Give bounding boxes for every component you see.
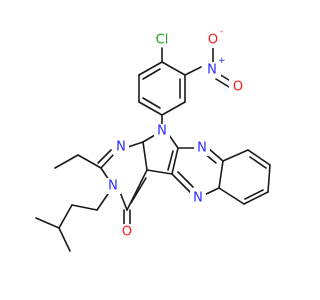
- bond: [177, 171, 194, 188]
- bond: [218, 187, 245, 205]
- bond: [58, 227, 71, 252]
- svg-text:Cl: Cl: [156, 33, 169, 48]
- bond: [168, 134, 179, 149]
- bond: [100, 153, 115, 169]
- molecule-structure: Cl N + O - O N N N N: [35, 27, 271, 252]
- chlorine-atom: Cl: [152, 31, 172, 48]
- carbonyl-oxygen: O: [119, 224, 135, 240]
- pyrazine-nitrogen-bottom: N: [190, 190, 206, 206]
- pyrimidine-nitrogen-top: N: [113, 139, 129, 155]
- nitro-nitrogen: N +: [203, 56, 226, 78]
- pyrazine-nitrogen-top: N: [194, 140, 210, 156]
- bond: [138, 101, 163, 116]
- svg-text:O: O: [233, 80, 243, 95]
- bond: [77, 154, 102, 169]
- bond: [126, 169, 148, 211]
- nitro-oxygen-double: O: [229, 78, 247, 95]
- molecule-canvas: Cl N + O - O N N N N: [35, 27, 271, 252]
- bond: [146, 169, 173, 175]
- bond: [267, 164, 271, 193]
- bond: [243, 191, 269, 205]
- bond: [247, 149, 271, 166]
- bond: [97, 149, 112, 164]
- bond: [35, 217, 60, 229]
- bond: [142, 141, 148, 171]
- bond: [130, 177, 147, 204]
- svg-text:+: +: [218, 56, 226, 66]
- bond: [161, 101, 186, 116]
- bond: [218, 160, 224, 189]
- svg-text:N: N: [116, 140, 126, 155]
- bond: [127, 141, 144, 148]
- pyrrole-nitrogen: N: [154, 124, 170, 140]
- svg-text:N: N: [157, 124, 167, 139]
- bond: [142, 134, 156, 143]
- bond: [244, 189, 264, 200]
- pyrimidine-nitrogen-alkyl: N: [105, 178, 121, 194]
- bond: [222, 149, 249, 162]
- svg-text:N: N: [207, 63, 217, 78]
- bond: [119, 191, 128, 211]
- bond: [138, 61, 163, 76]
- bond: [142, 97, 161, 109]
- bonds: [35, 46, 271, 252]
- bond: [71, 204, 98, 211]
- bond: [215, 78, 230, 88]
- bond: [96, 190, 111, 211]
- svg-text:-: -: [220, 27, 223, 37]
- svg-text:O: O: [122, 225, 132, 240]
- bond: [171, 147, 179, 175]
- bond: [184, 66, 202, 76]
- atom-labels: Cl N + O - O N N N N: [105, 27, 247, 240]
- svg-text:N: N: [193, 191, 203, 206]
- bond: [249, 156, 267, 169]
- bond: [142, 68, 161, 80]
- bond: [161, 61, 186, 76]
- svg-text:N: N: [197, 141, 207, 156]
- nitro-oxygen-anion: O -: [205, 27, 223, 48]
- bond: [58, 204, 73, 229]
- svg-text:O: O: [208, 33, 218, 48]
- bond: [207, 147, 224, 162]
- bond: [171, 173, 193, 195]
- svg-text:N: N: [108, 179, 118, 194]
- bond: [167, 150, 174, 171]
- bond: [54, 154, 79, 169]
